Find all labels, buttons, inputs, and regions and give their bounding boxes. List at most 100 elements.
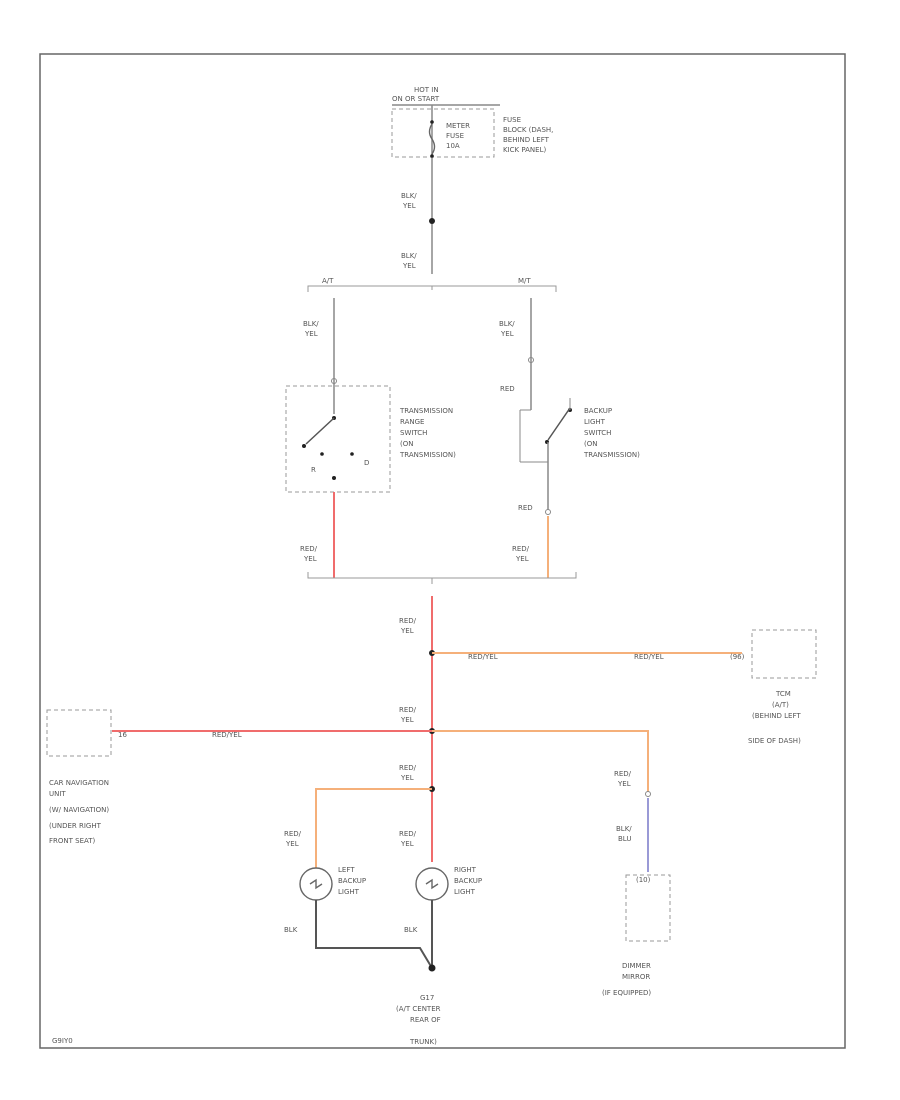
ground-label-3: REAR OF: [410, 1016, 441, 1024]
wire-label-9a: RED/: [399, 764, 417, 772]
mirror-connector: [645, 791, 651, 797]
trs-d-label: D: [364, 459, 369, 467]
right-light-label-3: LIGHT: [454, 888, 476, 896]
mt-out-connector: [545, 509, 551, 515]
trs-connector: [331, 378, 337, 384]
right-bulb-filament-icon: [425, 878, 439, 890]
wire-label-11b: YEL: [400, 840, 414, 848]
ground-label-2: (A/T CENTER: [396, 1005, 441, 1013]
ground-label-4: TRUNK): [409, 1038, 437, 1046]
nav-wire-label: RED/YEL: [212, 731, 242, 739]
wire-label-3a: BLK/: [303, 320, 319, 328]
fuse-terminal-bottom: [430, 154, 434, 158]
splice-node-1: [429, 218, 435, 224]
fuse-icon: [428, 123, 436, 155]
red-mt-label-2: RED: [518, 504, 533, 512]
fuse-block-box: [391, 108, 495, 158]
fuse-name-2: FUSE: [446, 132, 464, 140]
backup-switch-label-3: SWITCH: [584, 429, 611, 437]
ground-node: [428, 964, 436, 972]
wire-label-3b: YEL: [304, 330, 318, 338]
fuse-terminal-top: [430, 120, 434, 124]
mirror-label-3: (IF EQUIPPED): [602, 989, 651, 997]
fuse-block-label: FUSE: [503, 116, 521, 124]
wire-label-7b: YEL: [400, 627, 414, 635]
fuse-block-label-2: BLOCK (DASH,: [503, 126, 553, 134]
wire-label-2b: YEL: [402, 262, 416, 270]
backup-switch-label-2: LIGHT: [584, 418, 606, 426]
trs-label-4: (ON: [400, 440, 413, 448]
left-light-label-2: BACKUP: [338, 877, 366, 885]
trs-d-pin: [350, 452, 354, 456]
trs-box: [285, 385, 391, 493]
wire-label-2a: BLK/: [401, 252, 417, 260]
backup-switch-label-5: TRANSMISSION): [583, 451, 640, 459]
wire-label-5a: RED/: [300, 545, 318, 553]
left-light-label-1: LEFT: [338, 866, 355, 874]
wire-label-13b: BLU: [618, 835, 631, 843]
trs-label-1: TRANSMISSION: [399, 407, 453, 415]
wire-label-6a: RED/: [512, 545, 530, 553]
trs-switch-arm: [305, 417, 335, 445]
mirror-wire: [432, 730, 649, 792]
hot-label-2: ON OR START: [392, 95, 440, 103]
trs-label-3: SWITCH: [400, 429, 427, 437]
trs-label-2: RANGE: [400, 418, 424, 426]
mirror-pin: (10): [636, 876, 651, 884]
backup-switch-label-1: BACKUP: [584, 407, 612, 415]
wire-label-10b: YEL: [285, 840, 299, 848]
nav-label-2: UNIT: [49, 790, 66, 798]
wire-label-1a: BLK/: [401, 192, 417, 200]
trs-r-label: R: [311, 466, 316, 474]
diagram-border: [39, 53, 846, 1049]
trs-pole: [302, 444, 306, 448]
mt-connector: [528, 357, 534, 363]
tcm-label-4: SIDE OF DASH): [748, 737, 801, 745]
wire-label-5b: YEL: [303, 555, 317, 563]
mirror-box: [625, 874, 671, 942]
fuse-name: METER: [446, 122, 470, 130]
mirror-label-1: DIMMER: [622, 962, 651, 970]
wire-label-11a: RED/: [399, 830, 417, 838]
mt-label: M/T: [518, 277, 531, 285]
nav-label-4: (UNDER RIGHT: [49, 822, 102, 830]
tcm-label-1: TCM: [775, 690, 791, 698]
nav-label-3: (W/ NAVIGATION): [49, 806, 109, 814]
tcm-wire-label-2: RED/YEL: [634, 653, 664, 661]
wire-label-4a: BLK/: [499, 320, 515, 328]
at-label: A/T: [322, 277, 334, 285]
wire-label-6b: YEL: [515, 555, 529, 563]
nav-label-5: FRONT SEAT): [49, 837, 96, 845]
option-bracket-bottom: [307, 572, 577, 579]
left-light-label-3: LIGHT: [338, 888, 360, 896]
left-ground-wire: [315, 900, 433, 969]
tcm-label-3: (BEHIND LEFT: [752, 712, 801, 720]
right-light-label-1: RIGHT: [454, 866, 477, 874]
tcm-box: [751, 629, 817, 679]
backup-switch-label-4: (ON: [584, 440, 597, 448]
wire-label-13a: BLK/: [616, 825, 632, 833]
tcm-pin: (96): [730, 653, 745, 661]
backup-switch-arm: [547, 407, 571, 441]
hot-label: HOT IN: [414, 86, 439, 94]
wire-label-8a: RED/: [399, 706, 417, 714]
blk-right-label: BLK: [404, 926, 418, 934]
trs-r-pin: [320, 452, 324, 456]
fuse-block-label-4: KICK PANEL): [503, 146, 546, 154]
nav-box: [46, 709, 112, 757]
nav-pin: 16: [118, 731, 127, 739]
nav-label-1: CAR NAVIGATION: [49, 779, 109, 787]
wire-label-4b: YEL: [500, 330, 514, 338]
fuse-rating: 10A: [446, 142, 460, 150]
trs-label-5: TRANSMISSION): [399, 451, 456, 459]
diagram-code: G9IY0: [52, 1037, 73, 1045]
fuse-block-label-3: BEHIND LEFT: [503, 136, 550, 144]
left-light-wire: [315, 788, 432, 868]
mirror-label-2: MIRROR: [622, 973, 650, 981]
wire-label-1b: YEL: [402, 202, 416, 210]
wire-label-12a: RED/: [614, 770, 632, 778]
tcm-wire-label-1: RED/YEL: [468, 653, 498, 661]
right-light-label-2: BACKUP: [454, 877, 482, 885]
red-mt-label: RED: [500, 385, 515, 393]
